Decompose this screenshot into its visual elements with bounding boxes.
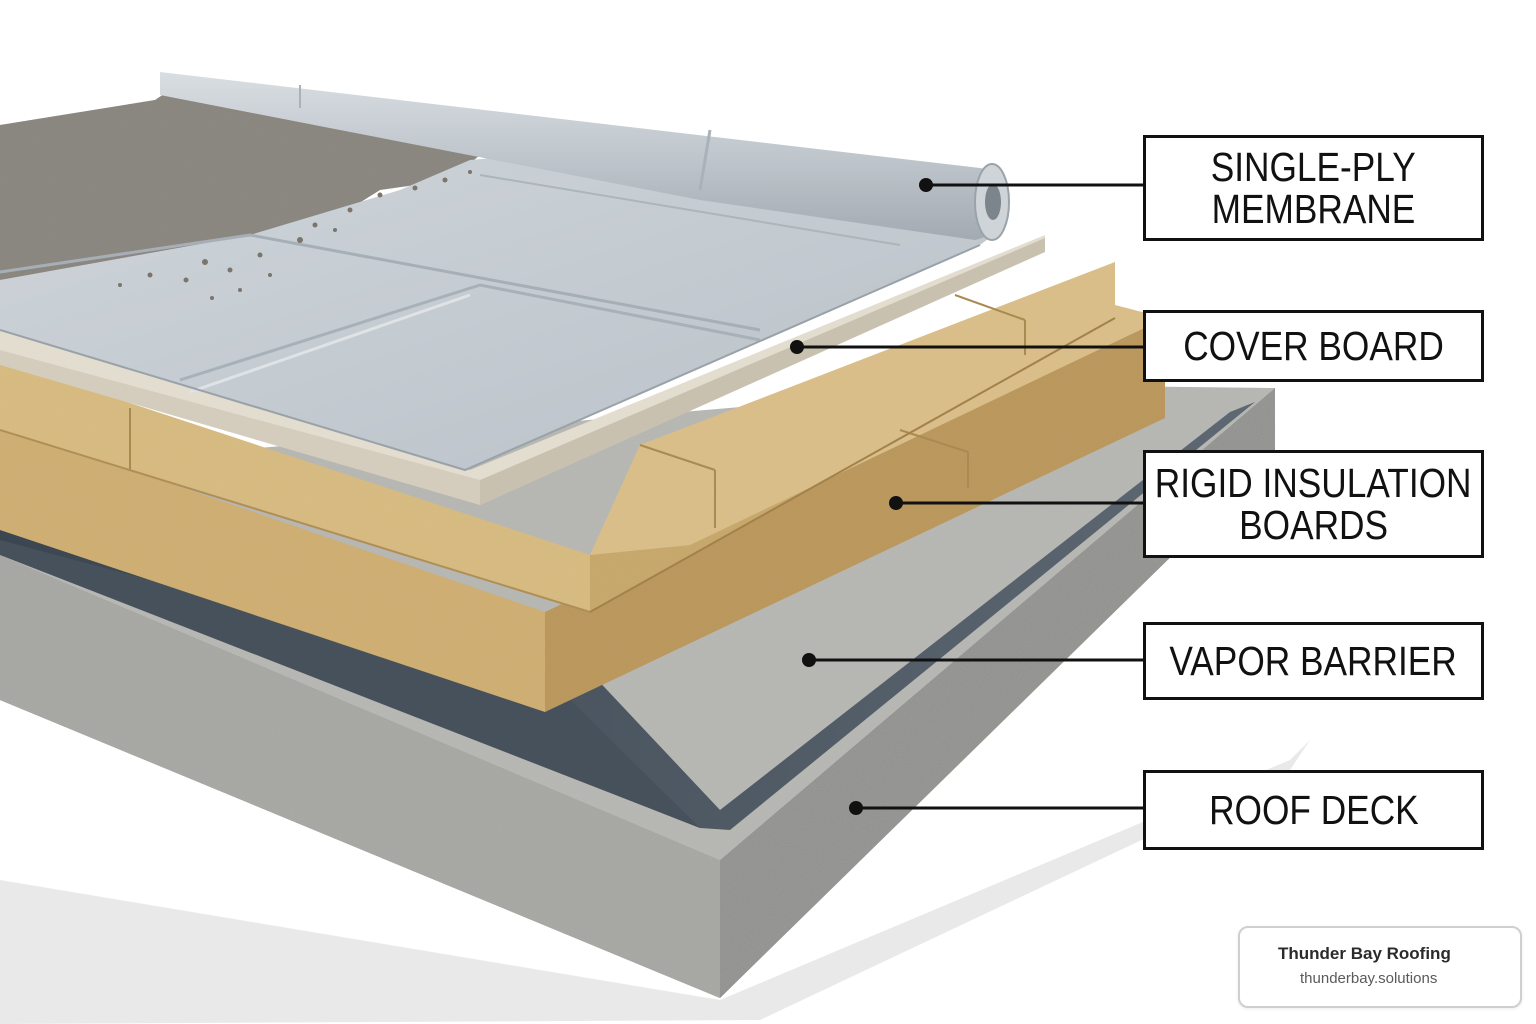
rigid-insulation-layer (0, 262, 1165, 712)
label-text: SINGLE-PLY (1210, 144, 1417, 190)
label-text: VAPOR BARRIER (1169, 638, 1458, 684)
label-vapor-barrier: VAPOR BARRIER (1143, 622, 1484, 700)
label-text: COVER BOARD (1183, 323, 1444, 369)
ground-shadow (0, 740, 1310, 1024)
brand-card: Thunder Bay Roofing thunderbay.solutions (1238, 926, 1522, 1008)
label-text: ROOF DECK (1208, 787, 1419, 833)
label-text: BOARDS (1239, 502, 1388, 548)
leader-lines (797, 183, 1143, 810)
label-roof-deck: ROOF DECK (1143, 770, 1484, 850)
gravel-ballast (0, 90, 480, 280)
brand-name: Thunder Bay Roofing (1278, 944, 1451, 963)
label-rigid-insulation-boards: RIGID INSULATION BOARDS (1143, 450, 1484, 558)
vapor-barrier-layer (0, 402, 1255, 830)
cover-board-layer (0, 235, 1045, 505)
leader-dots (790, 178, 933, 815)
label-single-ply-membrane: SINGLE-PLY MEMBRANE (1143, 135, 1484, 241)
label-cover-board: COVER BOARD (1143, 310, 1484, 382)
label-text: RIGID INSULATION (1155, 460, 1472, 506)
label-text: MEMBRANE (1211, 186, 1416, 232)
brand-url: thunderbay.solutions (1300, 970, 1438, 987)
single-ply-membrane-layer (0, 72, 1010, 472)
